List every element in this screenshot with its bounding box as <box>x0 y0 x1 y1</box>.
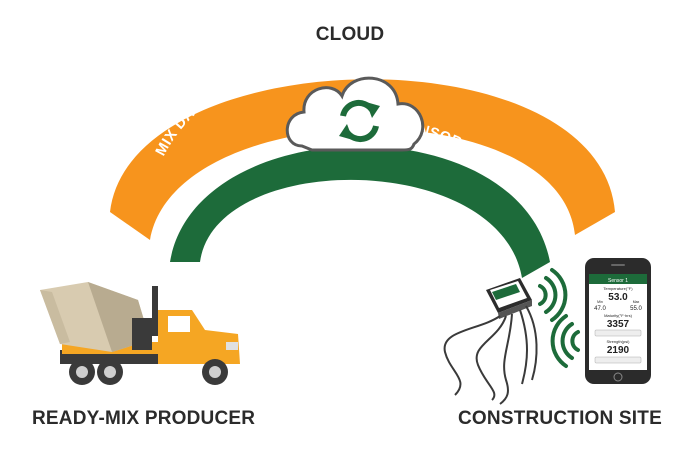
phone-min-label: Min <box>597 300 603 304</box>
phone-min: 47.0 <box>594 306 606 312</box>
smartphone-icon <box>585 258 651 384</box>
phone-strength-label: Strength(psi) <box>607 339 631 344</box>
phone-maturity-bar <box>594 329 642 337</box>
producer-title: READY-MIX PRODUCER <box>32 408 256 429</box>
phone-signal-icon <box>550 314 580 368</box>
phone-maturity-label: Maturity(°F·hrs) <box>604 313 632 318</box>
wireless-signal-icon <box>538 268 568 322</box>
sync-arrowhead-bottom <box>339 124 353 140</box>
sync-arrowhead-top <box>366 102 380 118</box>
sensor-data-arc <box>170 146 550 278</box>
site-title: CONSTRUCTION SITE <box>458 408 662 429</box>
phone-header: Sensor 1 <box>608 278 628 284</box>
phone-max-label: Max <box>633 300 640 304</box>
cloud-icon <box>285 76 425 152</box>
phone-temperature: 53.0 <box>608 292 628 303</box>
mix-data-arc <box>110 79 615 240</box>
mixer-truck-icon <box>40 282 240 385</box>
sensor-device-icon <box>443 278 538 405</box>
phone-strength-bar <box>594 356 642 364</box>
phone-strength: 2190 <box>607 345 630 356</box>
phone-max: 55.0 <box>630 306 642 312</box>
phone-temperature-label: Temperature(°F) <box>603 286 633 291</box>
cloud-title: CLOUD <box>315 24 385 45</box>
phone-maturity: 3357 <box>607 319 630 330</box>
